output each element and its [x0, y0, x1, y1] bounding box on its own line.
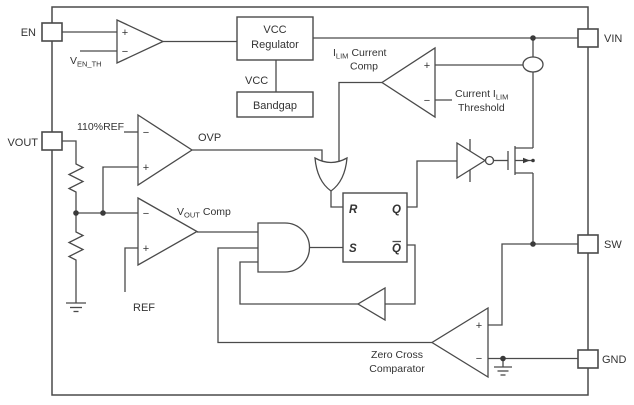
ilim-comparator [380, 46, 436, 119]
vout-comp-minus: − [143, 208, 149, 220]
junction-sw [530, 241, 536, 247]
pin-label-sw: SW [604, 239, 622, 251]
vout-comp-plus: + [143, 243, 149, 255]
zero-cross-label-2: Comparator [369, 363, 425, 375]
ref-net-label: REF [133, 302, 155, 314]
ilim-comp-label-2: Comp [350, 61, 378, 73]
wire-ref-stub [124, 247, 138, 292]
pin-label-en: EN [21, 27, 36, 39]
ilim-minus: − [424, 95, 430, 107]
junction-divider [73, 210, 79, 216]
wire-qbar-to-buffer [385, 244, 416, 305]
en-comp-minus: − [122, 46, 128, 58]
zerocross-minus: − [476, 353, 482, 365]
wire-or-to-r [330, 191, 343, 208]
ilim-plus: + [424, 60, 430, 72]
wire-sw-to-zerocross-plus [488, 243, 533, 326]
ovp-ref-label: 110%REF [77, 121, 124, 133]
resistor-upper [67, 160, 85, 200]
current-sense-ellipse [522, 56, 544, 73]
wire-buffer-to-and [239, 261, 358, 305]
wire-q-to-driver [407, 160, 457, 208]
pmos-switch [507, 146, 530, 175]
wire-zerocross-to-and [217, 247, 432, 344]
latch-qbar-label: Q [392, 243, 401, 255]
resistor-lower [67, 228, 85, 268]
wires [62, 31, 578, 360]
ic-outline [51, 6, 589, 396]
latch-s-label: S [349, 243, 357, 255]
en-comparator [116, 18, 165, 65]
and-gate [257, 222, 311, 273]
ovp-comparator [137, 113, 194, 187]
ground-symbol-divider [66, 302, 86, 313]
vcc-regulator-label-2: Regulator [251, 39, 299, 51]
zero-cross-label-1: Zero Cross [371, 349, 423, 361]
junction-vin [530, 35, 536, 41]
pin-label-vin: VIN [604, 33, 622, 45]
ovp-minus: − [143, 127, 149, 139]
ilim-threshold-label-2: Threshold [458, 102, 505, 114]
sr-latch [342, 192, 408, 263]
wire-ilim-out-to-or [338, 81, 382, 164]
vcc-regulator-block [236, 16, 314, 61]
zerocross-plus: + [476, 320, 482, 332]
wire-ovp-out-to-or [192, 149, 323, 164]
pin-label-gnd: GND [602, 354, 627, 366]
gate-driver-inverter [456, 141, 487, 180]
feedback-buffer [356, 286, 386, 322]
latch-q-label: Q [392, 204, 401, 216]
pin-vout [41, 131, 63, 151]
pin-label-vout: VOUT [7, 137, 38, 149]
latch-r-label: R [349, 204, 358, 216]
junction-gnd [500, 355, 506, 362]
vcc-regulator-label-1: VCC [263, 24, 286, 36]
pin-en [41, 22, 63, 42]
or-gate [314, 156, 348, 192]
pin-gnd [577, 349, 599, 369]
wire-divider-to-ovp-plus [102, 166, 138, 213]
bandgap-label: Bandgap [253, 100, 297, 112]
pin-vin [577, 28, 599, 48]
bandgap-block [236, 91, 314, 118]
inverter-bubble [484, 155, 495, 166]
junction-fet-body [531, 158, 535, 163]
wire-voutpin-to-divider [62, 140, 77, 160]
ovp-plus: + [143, 162, 149, 174]
en-threshold-label: VEN_TH [70, 55, 102, 69]
ilim-threshold-label-1: Current ILIM [455, 88, 508, 102]
en-comp-plus: + [122, 27, 128, 39]
vout-comparator [137, 196, 199, 267]
junction-ovp-branch [100, 210, 106, 216]
zero-cross-comparator [430, 306, 489, 379]
ovp-out-label: OVP [198, 132, 221, 144]
vcc-net-label: VCC [245, 75, 268, 87]
pin-sw [577, 234, 599, 254]
